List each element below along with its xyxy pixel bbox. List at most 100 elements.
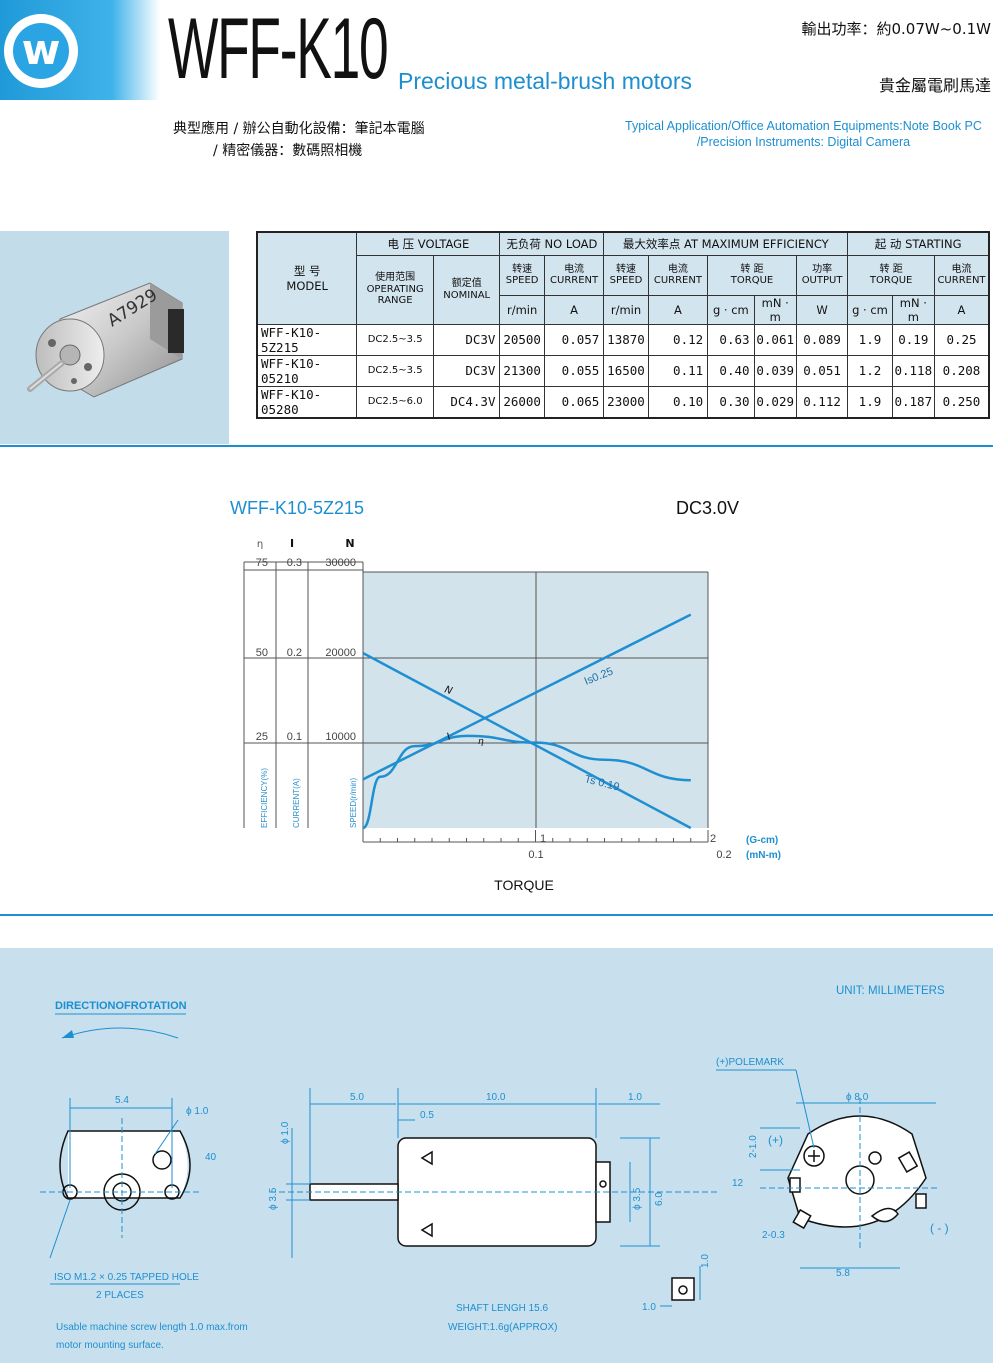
- torque-cn: 转 距: [879, 263, 903, 275]
- speed-cn: 转速: [512, 263, 533, 275]
- dim-phi-8-0: ϕ 8.0: [846, 1092, 869, 1103]
- dim-5-0: 5.0: [350, 1092, 364, 1103]
- cell-value: 1.2: [847, 354, 893, 387]
- side-view-dims: [270, 1088, 720, 1258]
- unit-mnm: mN · m: [753, 294, 797, 325]
- negative-terminal: ( - ): [930, 1221, 949, 1235]
- speed-tick: 10000: [325, 731, 356, 743]
- motor-illustration: A7929: [27, 282, 184, 398]
- series-line-efficiency: [362, 734, 691, 830]
- header-operating-range: 使用范围 OPERATING RANGE: [356, 254, 434, 325]
- cell-nominal: DC3V: [432, 323, 501, 356]
- cell-value: 0.112: [795, 385, 849, 418]
- cell-value: 0.065: [543, 385, 605, 418]
- table-row: WFF-K10-05280 DC2.5~6.0 DC4.3V 26000 0.0…: [256, 385, 990, 418]
- cell-value: 0.039: [753, 354, 797, 387]
- dim-5-4: 5.4: [115, 1095, 129, 1106]
- torque-en: TORQUE: [869, 275, 913, 286]
- eff-tick: 25: [256, 731, 268, 743]
- terminal-detail: [671, 1277, 695, 1301]
- cell-value: 0.187: [891, 385, 935, 418]
- current-en: CURRENT: [653, 275, 702, 286]
- efficiency-axis-label: EFFICIENCY(%): [260, 768, 269, 828]
- x-tick-gcm: 2: [710, 833, 716, 845]
- cell-model: WFF-K10-5Z215: [256, 323, 358, 356]
- speed-tick: 30000: [325, 557, 356, 569]
- chart-voltage: DC3.0V: [676, 498, 740, 518]
- header-voltage: 电 压 VOLTAGE: [356, 231, 501, 256]
- cell-value: 20500: [499, 323, 545, 356]
- cell-value: 0.055: [543, 354, 605, 387]
- unit-mnm: mN · m: [891, 294, 935, 325]
- cell-value: 16500: [603, 354, 649, 387]
- header-model-en: MODEL: [286, 279, 328, 294]
- curve-label-i: I: [446, 732, 452, 743]
- cell-model: WFF-K10-05210: [256, 354, 358, 387]
- section-divider: [0, 445, 993, 447]
- x-tick-gcm: 1: [540, 833, 546, 845]
- current-axis-label: CURRENT(A): [292, 778, 301, 828]
- header-noload: 无负荷 NO LOAD: [499, 231, 605, 256]
- cell-value: 0.089: [795, 323, 849, 356]
- cell-value: 0.029: [753, 385, 797, 418]
- dim-2-0-3: 2-0.3: [762, 1230, 785, 1241]
- cell-nominal: DC3V: [432, 354, 501, 387]
- arrow-head-icon: [62, 1030, 74, 1038]
- x-unit-gcm: (G-cm): [746, 835, 778, 846]
- x-unit-mnm: (mN-m): [746, 850, 781, 861]
- logo-letter: w: [13, 23, 69, 79]
- dim-0-5: 0.5: [420, 1110, 434, 1121]
- curve-label-eta: η: [478, 737, 484, 747]
- header-nominal-cn: 额定值: [451, 278, 482, 289]
- header-nominal: 额定值 NOMINAL: [432, 254, 501, 325]
- motor-photo: A7929: [0, 231, 229, 444]
- dimension-drawing: DIRECTIONOFROTATION UNIT: MILLIMETERS (+…: [0, 948, 993, 1363]
- section-divider: [0, 914, 993, 916]
- cell-value: 0.25: [933, 323, 990, 356]
- dim-terminal-1-0-v: 1.0: [700, 1254, 711, 1268]
- speed-axis-label: SPEED(r/min): [349, 777, 358, 828]
- header-operating-range-en: OPERATING RANGE: [366, 283, 424, 307]
- cell-value: 21300: [499, 354, 545, 387]
- output-power: 輸出功率：約0.07W~0.1W: [801, 20, 992, 38]
- applications-en: Typical Application/Office Automation Eq…: [625, 118, 982, 151]
- cell-value: 0.208: [933, 354, 990, 387]
- current-cn: 电流: [667, 263, 688, 275]
- dim-2-1-0: 2-1.0: [748, 1135, 759, 1158]
- speed-cn: 转速: [615, 263, 636, 275]
- screw-length-note-2: motor mounting surface.: [56, 1340, 164, 1351]
- speed-column-title: N: [345, 537, 354, 550]
- screw-length-note-1: Usable machine screw length 1.0 max.from: [56, 1322, 248, 1333]
- front-view: [59, 1130, 191, 1211]
- series-line-speed: [362, 651, 692, 830]
- cell-value: 0.40: [707, 354, 755, 387]
- rotation-label: DIRECTIONOFROTATION: [55, 1000, 187, 1012]
- header-model-cn: 型 号: [293, 264, 321, 279]
- cell-value: 23000: [603, 385, 649, 418]
- cell-range: DC2.5~3.5: [356, 323, 434, 356]
- table-row: WFF-K10-05210 DC2.5~3.5 DC3V 21300 0.055…: [256, 354, 990, 387]
- cell-value: 13870: [603, 323, 649, 356]
- dim-6-0: 6.0: [654, 1192, 665, 1206]
- header-nominal-en: NOMINAL: [443, 289, 491, 301]
- cell-value: 26000: [499, 385, 545, 418]
- x-tick-mnm: 0.2: [716, 849, 731, 861]
- cell-value: 0.11: [647, 354, 709, 387]
- product-subtitle-cn: 貴金屬電刷馬達: [878, 76, 991, 95]
- pole-mark-label: (+)POLEMARK: [716, 1057, 784, 1068]
- shaft-length: SHAFT LENGH 15.6: [456, 1303, 549, 1314]
- tapped-hole-note: ISO M1.2 × 0.25 TAPPED HOLE: [54, 1272, 199, 1283]
- cell-nominal: DC4.3V: [432, 385, 501, 418]
- cell-value: 0.051: [795, 354, 849, 387]
- cell-value: 0.118: [891, 354, 935, 387]
- dim-phi-1-0-shaft: ϕ 1.0: [280, 1121, 291, 1144]
- dim-40: 40: [205, 1152, 217, 1163]
- cell-value: 0.63: [707, 323, 755, 356]
- unit-label: UNIT: MILLIMETERS: [836, 985, 945, 997]
- unit-rmin: r/min: [603, 294, 649, 325]
- curve-label-n: N: [443, 684, 454, 697]
